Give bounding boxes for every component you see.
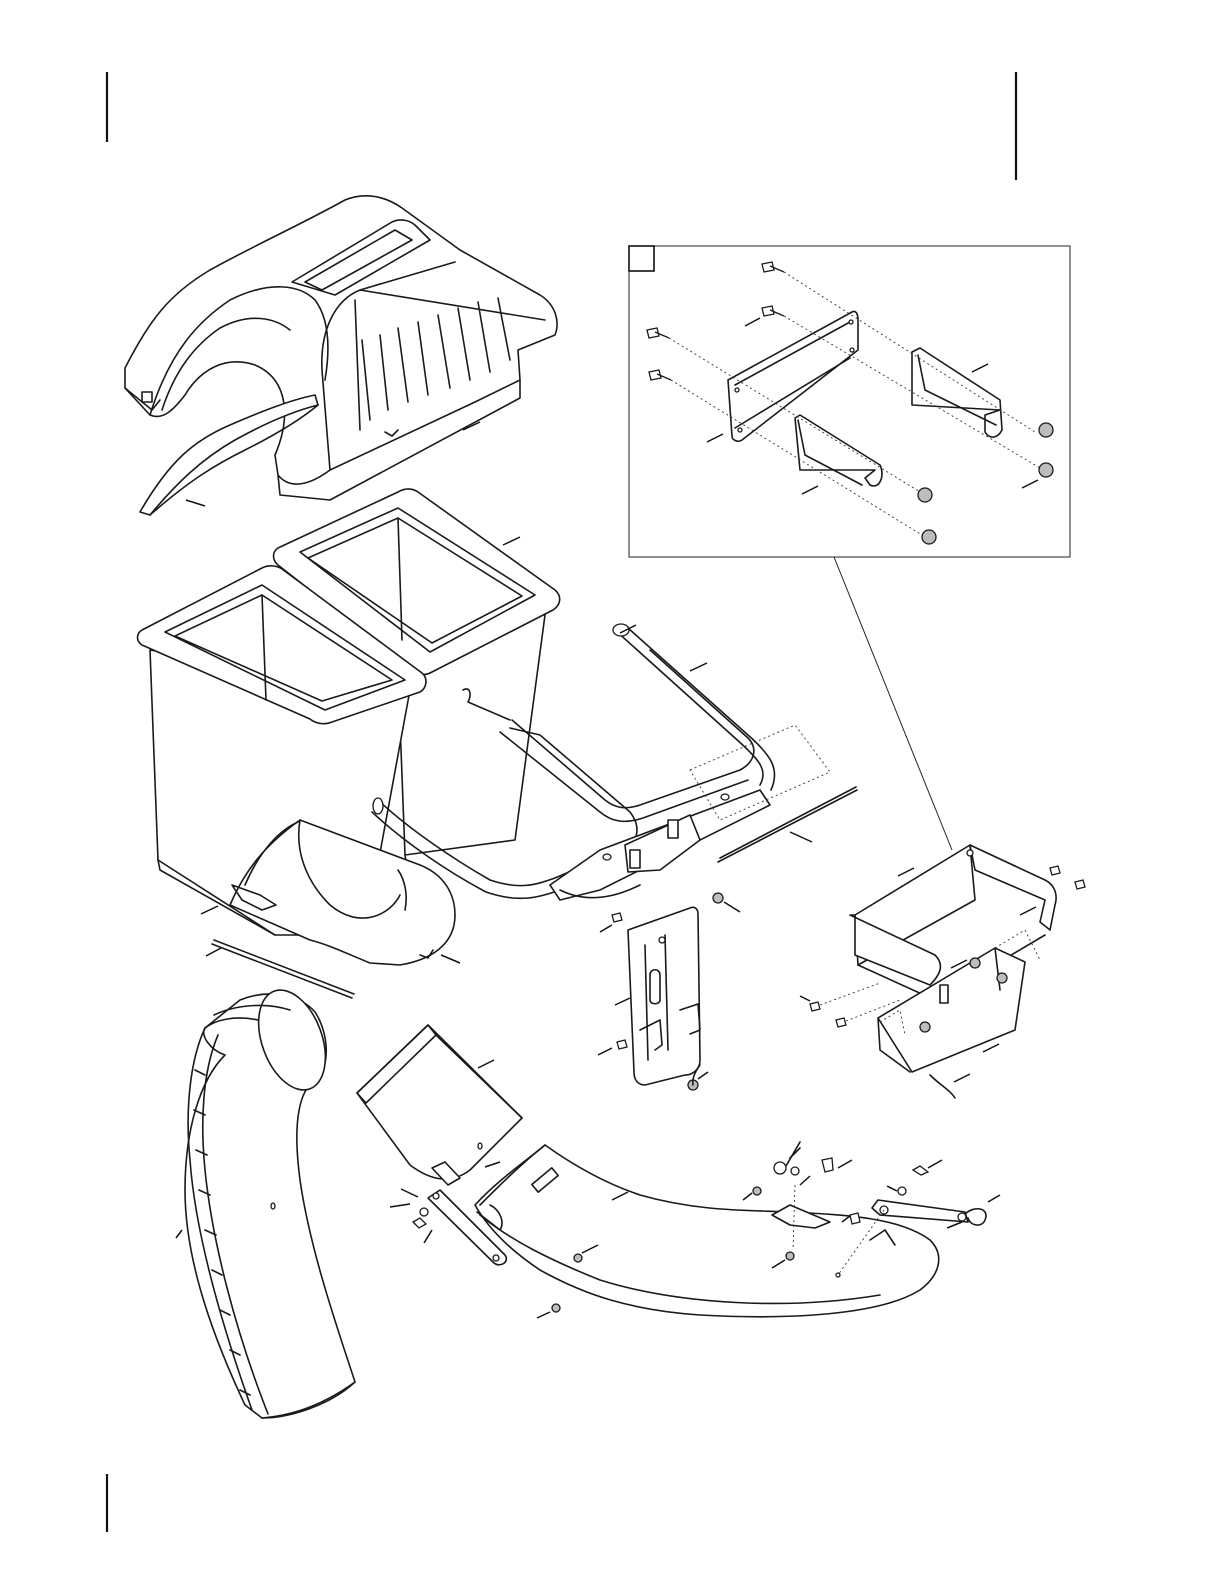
blower-chute-upper-tube	[357, 1025, 522, 1185]
detail-frame	[629, 246, 1070, 557]
detail-mounting-plates	[728, 311, 1002, 486]
latch-icon	[142, 392, 152, 402]
detail-tag-box	[629, 246, 654, 271]
mounting-bracket-assembly	[800, 845, 1085, 1098]
detail-nuts	[918, 423, 1053, 544]
flexible-chute-hose	[185, 981, 355, 1418]
hitch-plate	[598, 893, 740, 1090]
detail-inset	[629, 246, 1070, 850]
